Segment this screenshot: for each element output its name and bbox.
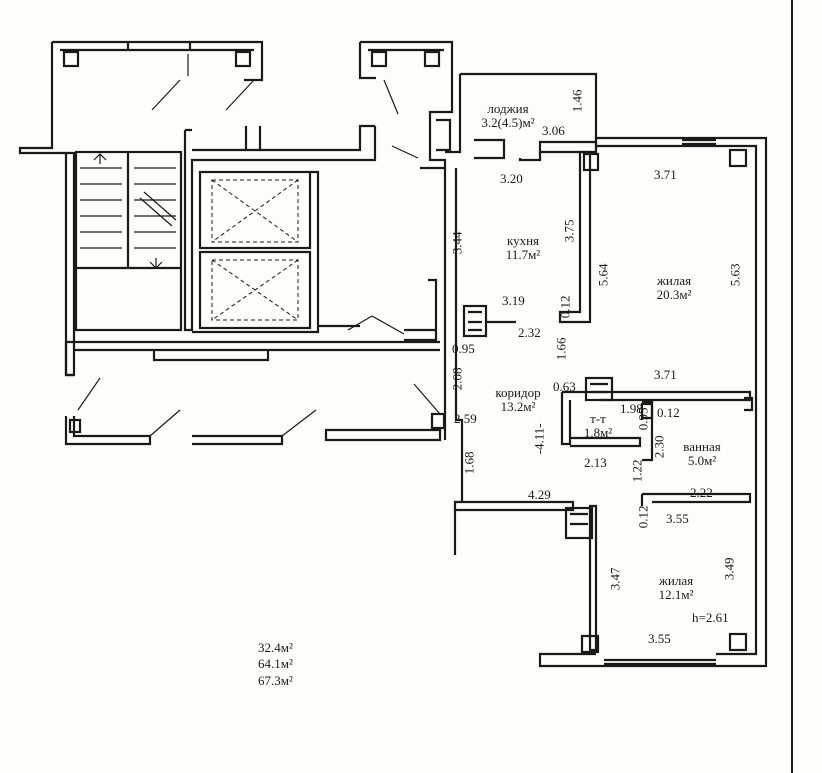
dim-012-b: 0.12	[657, 405, 680, 420]
dim-429: 4.29	[528, 487, 551, 502]
dim-355-top: 3.55	[666, 511, 689, 526]
dim-213: 2.13	[584, 455, 607, 470]
total-area-with-loggia: 67.3м²	[258, 672, 293, 688]
room-corridor: коридор 13.2м²	[480, 386, 556, 413]
elevator-1	[198, 170, 312, 250]
dim-146: 1.46	[569, 89, 585, 113]
room-wc-area: 1.8м²	[583, 424, 613, 440]
stairwell-walls	[18, 42, 76, 377]
dim-306: 3.06	[542, 123, 565, 138]
dim-563: 5.63	[727, 263, 743, 287]
dim-168: 1.68	[461, 451, 477, 475]
dim-355-bottom: 3.55	[648, 631, 671, 646]
dim-095: 0.95	[452, 341, 475, 356]
dim-230: 2.30	[651, 435, 667, 459]
dim-166: 1.66	[553, 337, 569, 361]
dim-347: 3.47	[607, 567, 623, 591]
room-bath-name: ванная	[683, 439, 721, 454]
room-living-large-name: жилая	[656, 273, 692, 288]
dim-375: 3.75	[561, 219, 577, 243]
dim-232: 2.32	[518, 325, 541, 340]
room-living-large-area: 20.3м²	[656, 286, 692, 302]
dim-320: 3.20	[500, 171, 523, 186]
room-kitchen-area: 11.7м²	[505, 246, 541, 262]
exterior-east-wall	[538, 136, 768, 668]
washbasin	[584, 376, 614, 402]
room-loggia-name: лоджия	[487, 101, 529, 116]
elevator-2	[198, 250, 312, 330]
dim-208: 2.08	[449, 367, 465, 391]
room-loggia: лоджия 3.2(4.5)м²	[468, 102, 548, 129]
dim-012-c: 0.12	[635, 505, 651, 529]
loggia-walls	[460, 72, 598, 140]
room-bath: ванная 5.0м²	[672, 440, 732, 467]
apartment-west-wall	[443, 168, 464, 502]
dim-222: 2.22	[690, 485, 713, 500]
room-corridor-name: коридор	[495, 385, 541, 400]
room-corridor-area: 13.2м²	[500, 398, 536, 414]
room-wc: т-т 1.8м²	[576, 412, 620, 439]
dim-411: -4.11-	[531, 423, 547, 455]
total-living-area: 32.4м²	[258, 640, 293, 655]
dim-564: 5.64	[595, 263, 611, 287]
room-kitchen-name: кухня	[506, 233, 540, 248]
room-living-large: жилая 20.3м²	[642, 274, 706, 301]
dim-012-a: 0.12	[557, 295, 573, 319]
page-edge-line	[791, 0, 793, 773]
dim-371-mid: 3.71	[654, 367, 677, 382]
room-wc-name: т-т	[590, 411, 606, 426]
dim-259: 2.59	[454, 411, 477, 426]
area-totals: 32.4м² 64.1м² 67.3м²	[258, 640, 293, 689]
dim-371-top: 3.71	[654, 167, 677, 182]
room-living-small: жилая 12.1м²	[644, 574, 708, 601]
total-area: 64.1м²	[258, 656, 293, 672]
sink	[564, 506, 594, 540]
room-bath-area: 5.0м²	[687, 452, 717, 468]
room-loggia-area: 3.2(4.5)м²	[481, 114, 535, 130]
dim-122: 1.22	[629, 459, 645, 483]
dim-095-b: 0.95	[635, 407, 651, 431]
room-living-small-name: жилая	[658, 573, 694, 588]
dim-344: 3.44	[449, 231, 465, 255]
dim-319: 3.19	[502, 293, 525, 308]
room-kitchen: кухня 11.7м²	[488, 234, 558, 261]
dim-349: 3.49	[721, 557, 737, 581]
dim-063: 0.63	[553, 379, 576, 394]
ceiling-height: h=2.61	[692, 610, 729, 625]
dim-198: 1.98	[620, 401, 643, 416]
room-living-small-area: 12.1м²	[658, 586, 694, 602]
